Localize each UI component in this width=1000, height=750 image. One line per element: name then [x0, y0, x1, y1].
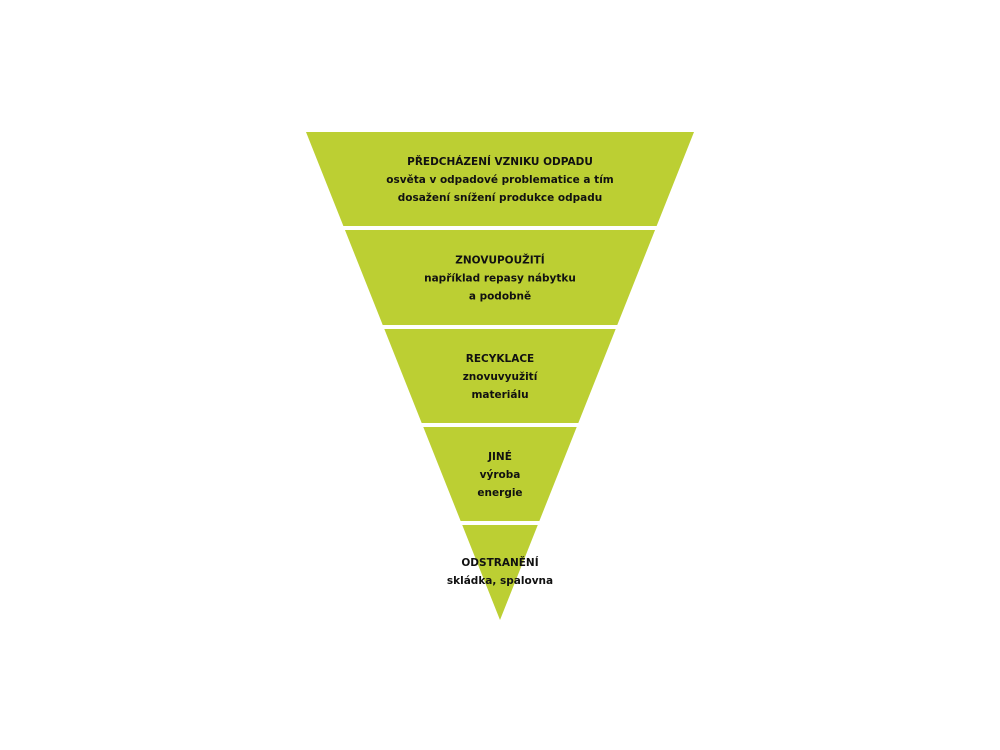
pyramid-tiers: PŘEDCHÁZENÍ VZNIKU ODPADU osvěta v odpado…: [306, 132, 694, 620]
pyramid-tier-1: [306, 132, 694, 226]
tier-description-line: a podobně: [469, 291, 531, 303]
tier-description-line: znovuvyužití: [463, 371, 539, 383]
tier-title: RECYKLACE: [466, 353, 534, 365]
tier-title: JINÉ: [487, 450, 512, 463]
pyramid-tier-2: [344, 230, 656, 325]
pyramid-tier-5: [462, 525, 538, 620]
tier-description-line: materiálu: [471, 389, 528, 401]
tier-description-line: skládka, spalovna: [447, 575, 553, 587]
tier-title: PŘEDCHÁZENÍ VZNIKU ODPADU: [407, 155, 593, 168]
tier-description-line: osvěta v odpadové problematice a tím: [386, 174, 614, 186]
pyramid-tier-4: [423, 427, 577, 521]
tier-description-line: výroba: [480, 469, 521, 481]
pyramid-tier-3: [384, 329, 616, 423]
tier-description-line: energie: [477, 487, 522, 499]
tier-title: ZNOVUPOUŽITÍ: [455, 254, 545, 267]
tier-description-line: dosažení snížení produkce odpadu: [398, 192, 603, 204]
tier-title: ODSTRANĚNÍ: [461, 556, 538, 569]
tier-description-line: například repasy nábytku: [424, 273, 576, 285]
